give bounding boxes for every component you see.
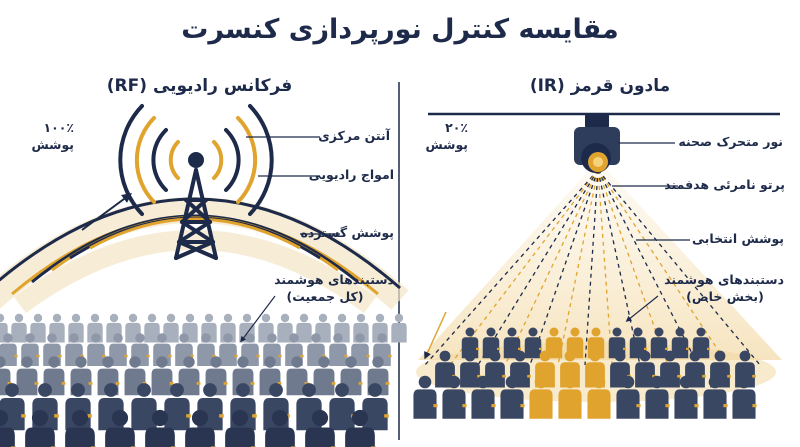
person-icon bbox=[105, 409, 137, 447]
rf-crowd bbox=[0, 313, 407, 447]
person-icon bbox=[296, 313, 312, 343]
person-icon bbox=[674, 375, 699, 419]
person-icon bbox=[151, 356, 174, 396]
ir-beams bbox=[424, 169, 761, 366]
person-icon bbox=[109, 333, 128, 366]
person-icon bbox=[558, 375, 582, 419]
label-smart-bands-rf: دستبندهای هوشمند bbox=[274, 272, 394, 287]
person-icon bbox=[460, 350, 481, 388]
label-targeted-beam: پرتو نامرئی هدفمند bbox=[664, 177, 785, 192]
person-icon bbox=[500, 375, 525, 419]
radio-tower-icon bbox=[174, 168, 218, 260]
radio-waves-icon bbox=[118, 104, 274, 216]
label-smart-bands-rf-note: (کل جمعیت) bbox=[286, 289, 364, 304]
ir-edge-arrow bbox=[424, 311, 447, 360]
person-icon bbox=[144, 313, 160, 343]
person-icon bbox=[225, 409, 257, 447]
person-icon bbox=[265, 409, 297, 447]
person-icon bbox=[442, 375, 467, 419]
page-title: مقایسه کنترل نورپردازی کنسرت bbox=[181, 14, 619, 45]
person-icon bbox=[650, 327, 668, 359]
person-icon bbox=[529, 375, 553, 419]
person-icon bbox=[545, 327, 563, 359]
person-icon bbox=[305, 409, 337, 447]
person-icon bbox=[329, 333, 348, 366]
rf-leaders bbox=[240, 136, 340, 343]
person-icon bbox=[164, 383, 191, 431]
person-icon bbox=[197, 333, 216, 366]
person-icon bbox=[145, 409, 177, 447]
label-wide-coverage: پوشش گسترده bbox=[300, 225, 394, 240]
person-icon bbox=[219, 333, 238, 366]
label-radio-waves: امواج رادیویی bbox=[308, 167, 394, 182]
person-icon bbox=[645, 375, 670, 419]
label-selective-coverage: پوشش انتخابی bbox=[692, 231, 784, 246]
person-icon bbox=[671, 327, 689, 359]
person-icon bbox=[0, 409, 17, 447]
rf-coverage-arrow bbox=[81, 193, 133, 231]
person-icon bbox=[471, 375, 496, 419]
antenna-tip bbox=[188, 152, 204, 168]
person-icon bbox=[524, 327, 542, 359]
person-icon bbox=[413, 375, 438, 419]
person-icon bbox=[25, 409, 57, 447]
ir-coverage-percent: ۲۰٪ bbox=[445, 120, 468, 135]
label-smart-bands-ir-note: (بخش خاص) bbox=[686, 289, 764, 304]
label-antenna: آنتن مرکزی bbox=[318, 128, 390, 143]
label-smart-bands-ir: دستبندهای هوشمند bbox=[664, 272, 784, 287]
label-moving-light: نور متحرک صحنه bbox=[678, 134, 783, 149]
person-icon bbox=[185, 409, 217, 447]
person-icon bbox=[732, 375, 757, 419]
rf-coverage-percent: ۱۰۰٪ bbox=[43, 120, 74, 135]
person-icon bbox=[16, 356, 39, 396]
person-icon bbox=[286, 356, 309, 396]
person-icon bbox=[485, 350, 506, 388]
ir-panel bbox=[413, 112, 782, 419]
person-icon bbox=[11, 313, 27, 343]
ir-crowd bbox=[413, 327, 757, 419]
person-icon bbox=[616, 375, 641, 419]
rf-panel bbox=[0, 104, 409, 447]
ir-coverage-text: پوشش bbox=[425, 137, 469, 152]
person-icon bbox=[345, 409, 377, 447]
rf-heading: فرکانس رادیویی (RF) bbox=[106, 76, 293, 96]
person-icon bbox=[163, 313, 179, 343]
ir-leaders bbox=[612, 142, 690, 322]
person-icon bbox=[587, 375, 611, 419]
moving-head-light-icon bbox=[574, 113, 620, 173]
person-icon bbox=[703, 375, 728, 419]
person-icon bbox=[87, 333, 106, 366]
rf-coverage-text: پوشش bbox=[31, 137, 75, 152]
ir-heading: مادون قرمز (IR) bbox=[529, 76, 671, 96]
person-icon bbox=[635, 350, 656, 388]
person-icon bbox=[178, 356, 201, 396]
person-icon bbox=[277, 313, 293, 343]
person-icon bbox=[391, 313, 407, 343]
person-icon bbox=[362, 383, 389, 431]
person-icon bbox=[660, 350, 681, 388]
person-icon bbox=[313, 356, 336, 396]
